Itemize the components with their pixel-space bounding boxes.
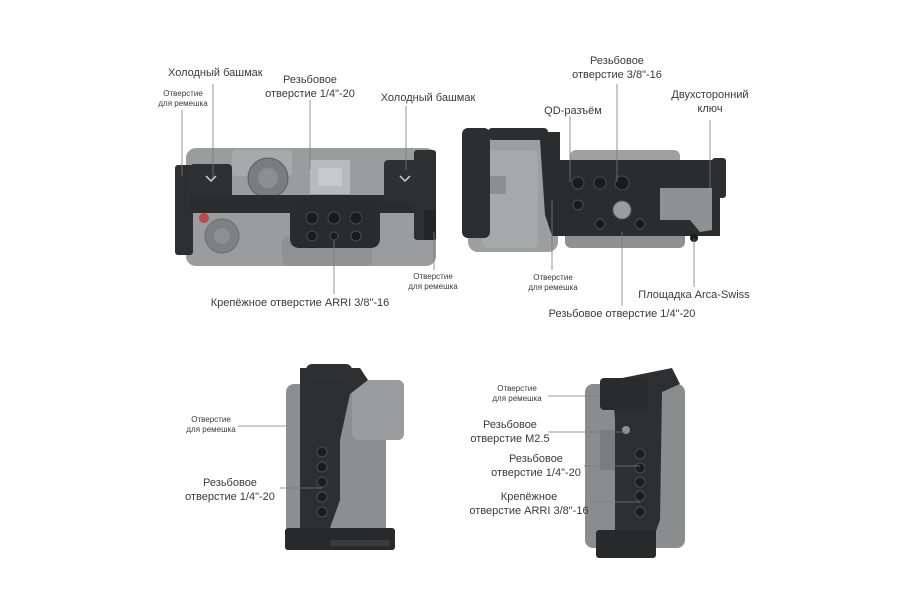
strap-hole-right-line2: для ремешка <box>408 282 458 291</box>
key-line1: Двухсторонний <box>671 89 749 101</box>
strap-hole-br-line2: для ремешка <box>492 394 542 403</box>
bottom-view-cage <box>462 128 726 242</box>
thread-14-top-line1: Резьбовое <box>283 74 337 86</box>
thread-14-br-line2: отверстие 1/4"-20 <box>491 467 581 479</box>
arca-label: Площадка Arca-Swiss <box>638 289 750 301</box>
m25-line2: отверстие M2.5 <box>470 433 550 445</box>
strap-hole-right-line1: Отверстие <box>413 272 453 281</box>
thread-14-bl-line2: отверстие 1/4"-20 <box>185 491 275 503</box>
strap-hole-br-label: Отверстие для ремешка <box>484 384 550 404</box>
leader-lines <box>181 84 711 503</box>
m25-label: Резьбовое отверстие M2.5 <box>462 418 558 446</box>
thread-14-top-label: Резьбовое отверстие 1/4"-20 <box>262 73 358 101</box>
qd-label: QD-разъём <box>544 105 602 117</box>
strap-hole-top-line1: Отверстие <box>163 89 203 98</box>
thread-14-br-line1: Резьбовое <box>509 453 563 465</box>
arri-br-label: Крепёжное отверстие ARRI 3/8"-16 <box>466 490 592 518</box>
cold-shoe-left-label: Холодный башмак <box>168 67 263 79</box>
arri-br-line2: отверстие ARRI 3/8"-16 <box>469 505 589 517</box>
strap-hole-br-line1: Отверстие <box>497 384 537 393</box>
thread-38-line1: Резьбовое <box>590 55 644 67</box>
strap-hole-right-label: Отверстие для ремешка <box>400 272 466 292</box>
arri-br-line1: Крепёжное <box>500 491 558 503</box>
thread-14-bl-line1: Резьбовое <box>203 477 257 489</box>
side-view-right-cage <box>596 368 680 558</box>
strap-hole-bl-line2: для ремешка <box>186 425 236 434</box>
strap-hole-bl-line1: Отверстие <box>191 415 231 424</box>
strap-hole-top-line2: для ремешка <box>158 99 208 108</box>
key-label: Двухсторонний ключ <box>660 88 760 116</box>
strap-hole-bl-label: Отверстие для ремешка <box>178 415 244 435</box>
arri-bottom-label: Крепёжное отверстие ARRI 3/8"-16 <box>210 297 390 309</box>
thread-14-bl-label: Резьбовое отверстие 1/4"-20 <box>178 476 282 504</box>
strap-hole-top-label: Отверстие для ремешка <box>150 89 216 109</box>
key-line2: ключ <box>697 103 723 115</box>
strap-hole-tr-label: Отверстие для ремешка <box>520 273 586 293</box>
m25-line1: Резьбовое <box>483 419 537 431</box>
thread-38-label: Резьбовое отверстие 3/8"-16 <box>567 54 667 82</box>
cold-shoe-right-label: Холодный башмак <box>380 92 476 104</box>
thread-38-line2: отверстие 3/8"-16 <box>572 69 662 81</box>
thread-14-br-label: Резьбовое отверстие 1/4"-20 <box>484 452 588 480</box>
strap-hole-tr-line2: для ремешка <box>528 283 578 292</box>
strap-hole-tr-line1: Отверстие <box>533 273 573 282</box>
thread-14-tr-label: Резьбовое отверстие 1/4"-20 <box>548 308 696 320</box>
top-view-cage <box>175 150 436 255</box>
thread-14-top-line2: отверстие 1/4"-20 <box>265 88 355 100</box>
